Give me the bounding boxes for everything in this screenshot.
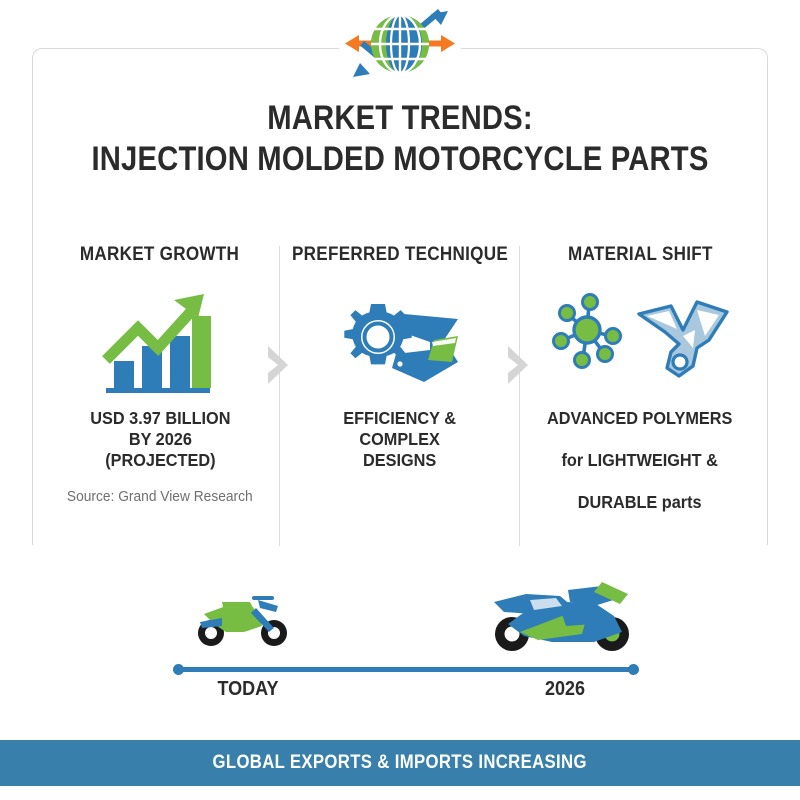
column-market-growth: MARKET GROWTH USD 3.97 BILLION BY 2026 (… (40, 244, 280, 534)
column-divider-1 (279, 246, 280, 546)
column-text: EFFICIENCY & COMPLEX DESIGNS (343, 408, 457, 470)
column-heading: PREFERRED TECHNIQUE (291, 244, 509, 265)
column-heading: MARKET GROWTH (80, 244, 240, 265)
column-heading: MATERIAL SHIFT (567, 244, 713, 265)
footer-text: GLOBAL EXPORTS & IMPORTS INCREASING (212, 752, 588, 773)
motorcycle-sportbike-icon (490, 580, 640, 659)
gear-injection-mold-icon (334, 284, 466, 404)
timeline-track (170, 664, 640, 675)
title-line-2: INJECTION MOLDED MOTORCYCLE PARTS (91, 140, 709, 178)
timeline-bikes (0, 582, 800, 651)
timeline-dot-start (173, 664, 184, 675)
timeline-label-start: TODAY (217, 678, 279, 700)
growth-bar-chart-icon (100, 284, 220, 404)
column-source: Source: Grand View Research (67, 489, 253, 505)
column-preferred-technique: PREFERRED TECHNIQUE EFFICIEN (280, 244, 520, 534)
motorcycle-standard-icon (192, 592, 296, 653)
column-text: USD 3.97 BILLION BY 2026 (PROJECTED) (89, 408, 231, 470)
chevron-right-icon (266, 344, 292, 386)
title-line-1: MARKET TRENDS: (267, 99, 533, 137)
column-text-line-1: ADVANCED POLYMERS (547, 408, 733, 428)
timeline-dot-end (628, 664, 639, 675)
page-title: MARKET TRENDS: INJECTION MOLDED MOTORCYC… (0, 98, 800, 180)
column-text-line-3: DURABLE parts (578, 492, 702, 512)
column-divider-2 (519, 246, 520, 546)
column-text-line-2: for LIGHTWEIGHT & (561, 450, 719, 470)
timeline: TODAY 2026 (0, 582, 800, 700)
footer-banner: GLOBAL EXPORTS & IMPORTS INCREASING (0, 740, 800, 786)
content-card (32, 48, 768, 556)
chevron-right-icon (506, 344, 532, 386)
card-bottom-fade (30, 545, 772, 567)
globe-with-arrows-icon (339, 5, 461, 83)
polymer-molecule-bracket-icon (545, 284, 735, 383)
trend-columns: MARKET GROWTH USD 3.97 BILLION BY 2026 (… (40, 244, 760, 546)
timeline-line (178, 666, 632, 672)
timeline-label-end: 2026 (544, 678, 586, 700)
column-material-shift: MATERIAL SHIFT (520, 244, 760, 534)
column-text: ADVANCED POLYMERS for LIGHTWEIGHT & DURA… (547, 387, 732, 534)
